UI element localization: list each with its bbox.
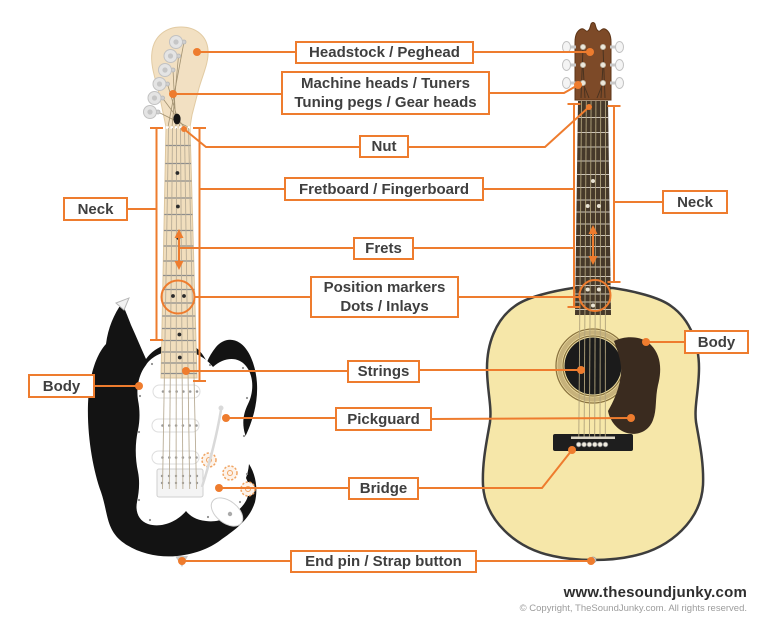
label-body-left-text: Body: [42, 377, 81, 395]
label-fretboard: Fretboard / Fingerboard: [284, 177, 484, 201]
label-machine-heads-line2: Tuning pegs / Gear heads: [294, 94, 477, 111]
electric-guitar-illustration: [87, 26, 258, 567]
label-position-markers-line1: Position markers: [323, 279, 446, 296]
label-body-right: Body: [684, 330, 749, 354]
label-frets-text: Frets: [365, 240, 402, 257]
connector-dots: [135, 48, 650, 565]
label-neck-right: Neck: [662, 190, 728, 214]
label-body-right-text: Body: [697, 333, 736, 351]
label-position-markers: Position markers Dots / Inlays: [310, 276, 459, 318]
label-nut: Nut: [359, 135, 409, 158]
connector-overlay: [94, 51, 684, 562]
label-pickguard-text: Pickguard: [347, 410, 420, 428]
label-end-pin-text: End pin / Strap button: [305, 553, 462, 570]
label-fretboard-text: Fretboard / Fingerboard: [298, 180, 469, 198]
website-url: www.thesoundjunky.com: [563, 584, 747, 601]
label-nut-text: Nut: [371, 138, 397, 155]
label-machine-heads-line1: Machine heads / Tuners: [301, 75, 470, 92]
label-neck-left-text: Neck: [77, 200, 114, 218]
label-end-pin: End pin / Strap button: [290, 550, 477, 573]
label-strings-text: Strings: [357, 363, 410, 380]
acoustic-guitar-illustration: [481, 22, 705, 564]
label-neck-right-text: Neck: [677, 193, 713, 211]
label-pickguard: Pickguard: [335, 407, 432, 431]
label-strings: Strings: [347, 360, 420, 383]
label-machine-heads: Machine heads / Tuners Tuning pegs / Gea…: [281, 71, 490, 115]
label-headstock-text: Headstock / Peghead: [309, 44, 460, 61]
label-frets: Frets: [353, 237, 414, 260]
label-headstock: Headstock / Peghead: [295, 41, 474, 64]
label-bridge: Bridge: [348, 477, 419, 500]
copyright-notice: © Copyright, TheSoundJunky.com. All righ…: [519, 603, 747, 614]
label-body-left: Body: [28, 374, 95, 398]
label-neck-left: Neck: [63, 197, 128, 221]
label-position-markers-line2: Dots / Inlays: [340, 298, 429, 315]
label-bridge-text: Bridge: [359, 480, 408, 497]
